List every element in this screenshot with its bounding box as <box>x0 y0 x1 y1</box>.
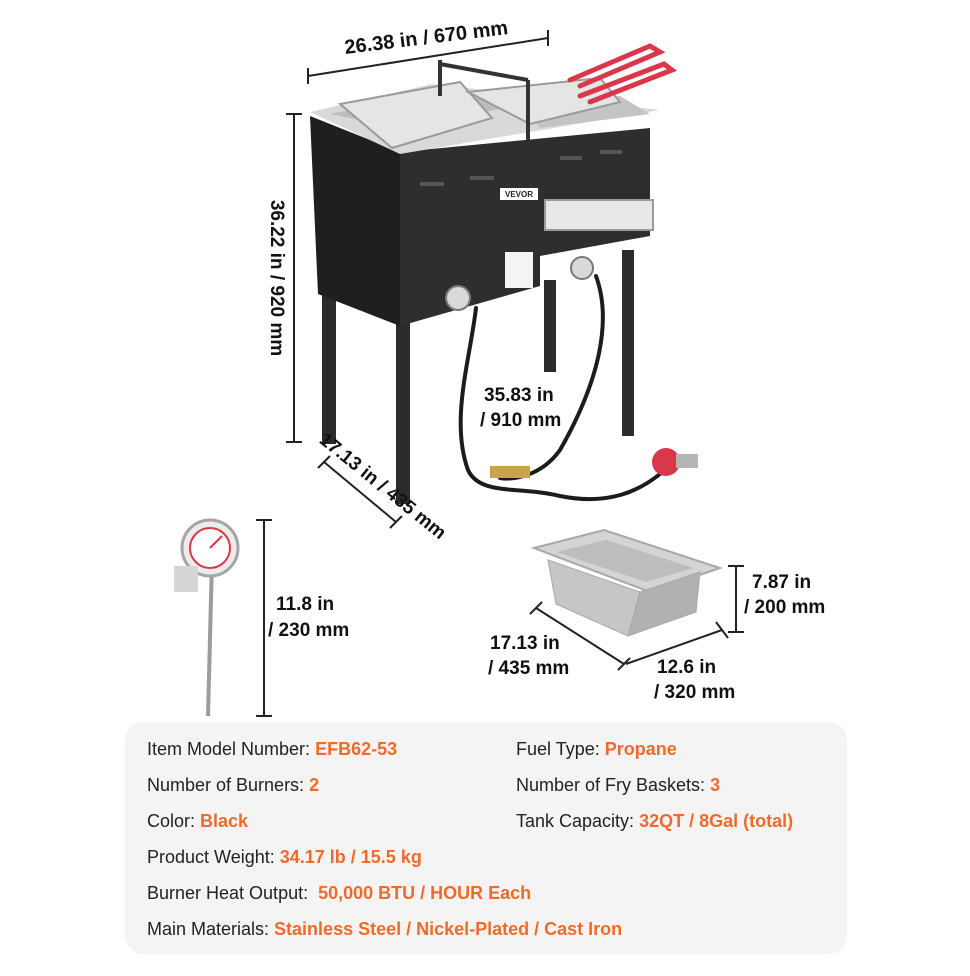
spec-value: 34.17 lb / 15.5 kg <box>279 847 422 867</box>
spec-burners: Number of Burners: 2 <box>147 773 319 797</box>
tank-height-line1: 7.87 in <box>752 572 812 593</box>
spec-label: Item Model Number: <box>147 739 316 759</box>
spec-value: Stainless Steel / Nickel-Plated / Cast I… <box>274 919 623 939</box>
spec-value: Black <box>200 811 249 831</box>
spec-heat-output: Burner Heat Output: 50,000 BTU / HOUR Ea… <box>147 881 531 905</box>
oil-tank <box>530 528 724 637</box>
spec-label: Color: <box>147 811 201 831</box>
brand-label <box>500 188 538 200</box>
tank-depth-line2: / 435 mm <box>488 658 570 679</box>
height-dimension-line <box>286 113 302 443</box>
spec-color: Color: Black <box>147 809 248 833</box>
tank-dimension-lines <box>529 565 744 671</box>
width-dimension-line <box>307 30 549 84</box>
regulator <box>490 448 698 478</box>
fry-baskets <box>337 60 654 231</box>
spec-materials: Main Materials: Stainless Steel / Nickel… <box>147 917 622 941</box>
spec-weight: Product Weight: 34.17 lb / 15.5 kg <box>147 845 422 869</box>
thermometer-label-line2: / 230 mm <box>268 620 350 641</box>
spec-value: 50,000 BTU / HOUR Each <box>318 883 532 903</box>
spec-value: 2 <box>309 775 320 795</box>
spec-model-number: Item Model Number: EFB62-53 <box>147 737 397 761</box>
spec-label: Fuel Type: <box>516 739 605 759</box>
spec-fuel-type: Fuel Type: Propane <box>516 737 677 761</box>
tank-width-line2: / 320 mm <box>654 682 736 703</box>
spec-label: Main Materials: <box>147 919 275 939</box>
spec-label: Number of Fry Baskets: <box>516 775 711 795</box>
specs-panel: Item Model Number: EFB62-53 Fuel Type: P… <box>125 722 847 954</box>
control-knobs <box>445 256 594 311</box>
tank-height-line2: / 200 mm <box>744 597 826 618</box>
spec-label: Tank Capacity: <box>516 811 640 831</box>
spec-value: Propane <box>604 739 677 759</box>
tank-depth-line1: 17.13 in <box>490 633 560 654</box>
spec-label: Product Weight: <box>147 847 280 867</box>
basket-handles <box>567 43 678 105</box>
spec-tank-capacity: Tank Capacity: 32QT / 8Gal (total) <box>516 809 793 833</box>
height-label: 36.22 in / 920 mm <box>266 199 287 357</box>
spec-label: Burner Heat Output: <box>147 883 319 903</box>
thermometer <box>174 518 240 717</box>
spec-value: 32QT / 8Gal (total) <box>639 811 794 831</box>
depth-dimension-line <box>317 455 403 529</box>
spec-fry-baskets: Number of Fry Baskets: 3 <box>516 773 720 797</box>
brand-text: VEVOR <box>505 190 533 199</box>
hose-label-line2: / 910 mm <box>480 410 562 431</box>
hose-label-line1: 35.83 in <box>484 385 554 406</box>
tank-width-line1: 12.6 in <box>657 657 717 678</box>
warning-label <box>505 252 533 288</box>
spec-value: EFB62-53 <box>315 739 398 759</box>
thermometer-dimension-line <box>256 519 272 717</box>
spec-value: 3 <box>710 775 721 795</box>
spec-label: Number of Burners: <box>147 775 310 795</box>
thermometer-label-line1: 11.8 in <box>276 594 335 615</box>
